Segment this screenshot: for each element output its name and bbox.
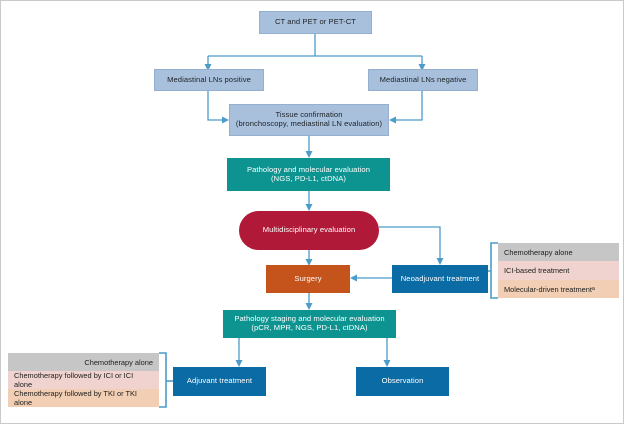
node-tissue-confirmation[interactable]: Tissue confirmation (bronchoscopy, media…	[229, 104, 389, 136]
neoadjuvant-option-chemotherapy-alone[interactable]: Chemotherapy alone	[498, 243, 619, 261]
node-surgery[interactable]: Surgery	[266, 265, 350, 293]
neoadjuvant-option-ici-based[interactable]: ICI-based treatment	[498, 261, 619, 280]
node-ln-positive[interactable]: Mediastinal LNs positive	[154, 69, 264, 91]
pathology-staging-line-2: (pCR, MPR, NGS, PD-L1, ctDNA)	[251, 323, 368, 332]
node-observation[interactable]: Observation	[356, 367, 449, 396]
tissue-confirmation-line-2: (bronchoscopy, mediastinal LN evaluation…	[235, 119, 383, 128]
node-pathology-staging[interactable]: Pathology staging and molecular evaluati…	[223, 310, 396, 338]
pathology-staging-line-1: Pathology staging and molecular evaluati…	[234, 314, 385, 324]
footnote-marker-a: a	[591, 286, 595, 292]
node-ln-negative[interactable]: Mediastinal LNs negative	[368, 69, 478, 91]
node-imaging[interactable]: CT and PET or PET-CT	[259, 11, 372, 34]
node-neoadjuvant-treatment[interactable]: Neoadjuvant treatment	[392, 265, 488, 293]
tissue-confirmation-line-1: Tissue confirmation	[275, 110, 343, 120]
node-adjuvant-treatment[interactable]: Adjuvant treatment	[173, 367, 266, 396]
pathology-eval-line-2: (NGS, PD-L1, ctDNA)	[271, 173, 346, 183]
node-multidisciplinary-evaluation[interactable]: Multidisciplinary evaluation	[239, 211, 379, 250]
pathology-eval-line-1: Pathology and molecular evaluation	[246, 164, 371, 174]
neoadjuvant-option-molecular-driven-label: Molecular-driven treatment	[504, 284, 592, 294]
adjuvant-option-chemotherapy-alone[interactable]: Chemotherapy alone	[8, 353, 159, 371]
node-pathology-molecular-evaluation[interactable]: Pathology and molecular evaluation (NGS,…	[227, 158, 390, 191]
adjuvant-option-chemo-then-ici[interactable]: Chemotherapy followed by ICI or ICI alon…	[8, 371, 159, 389]
adjuvant-option-chemo-then-tki[interactable]: Chemotherapy followed by TKI or TKI alon…	[8, 389, 159, 407]
